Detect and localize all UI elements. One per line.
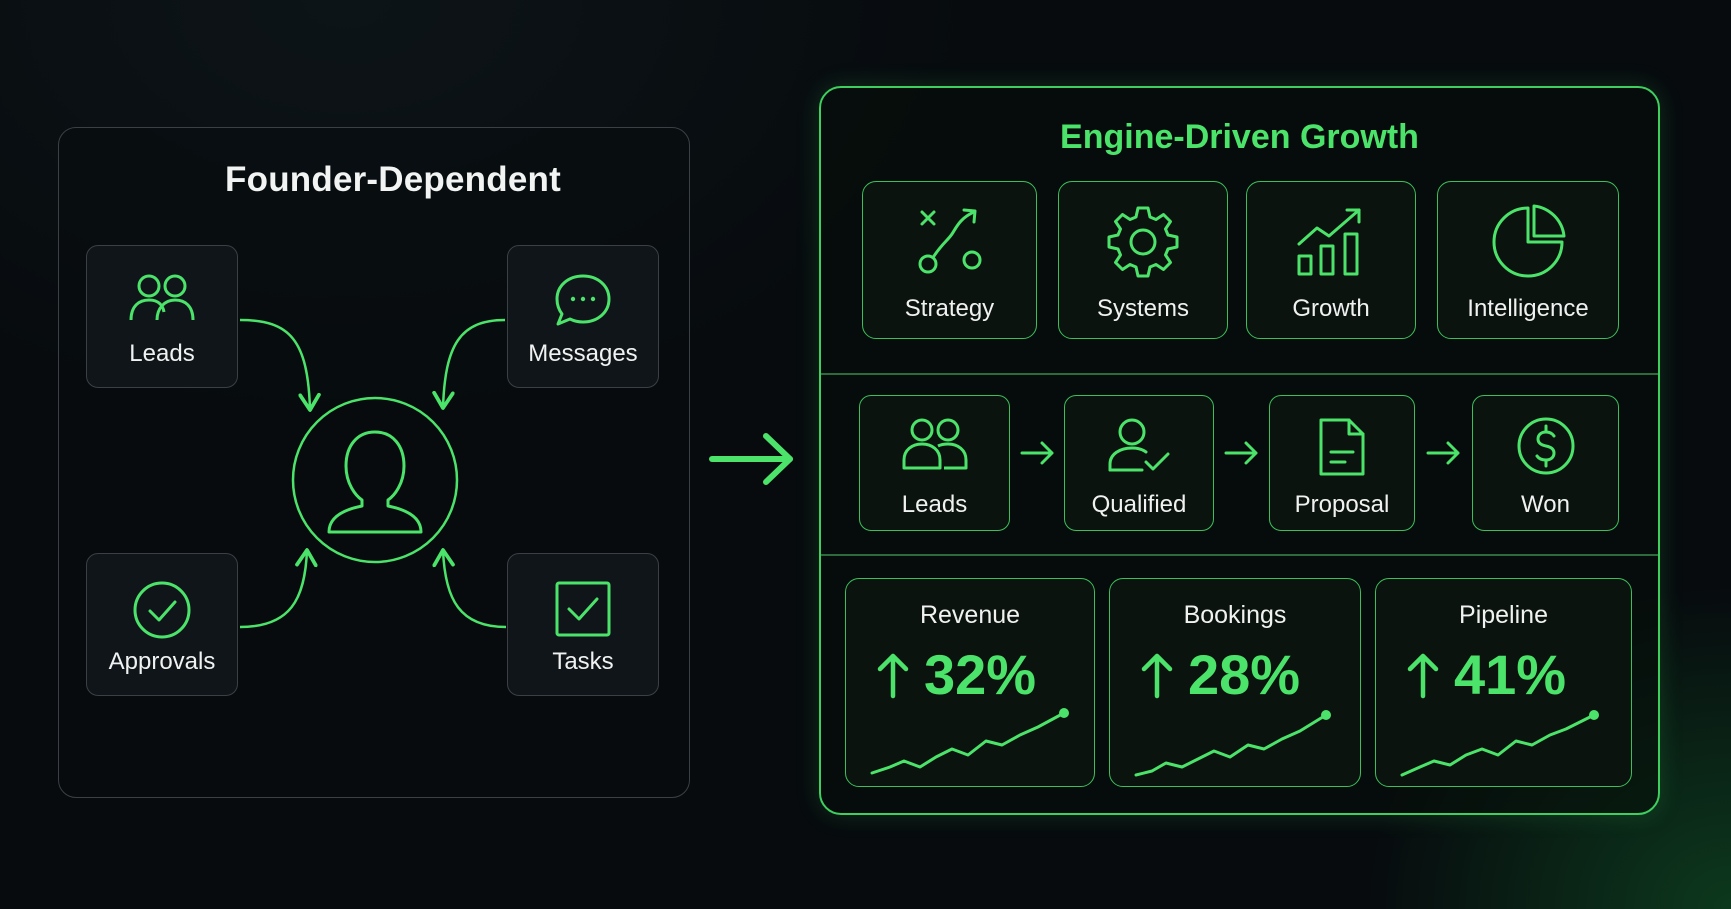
card-messages[interactable]: Messages: [507, 245, 659, 388]
users-icon: [129, 274, 195, 321]
connector-leads: [239, 318, 321, 412]
metric-revenue[interactable]: Revenue 32%: [845, 578, 1095, 787]
strategy-play-icon: [918, 208, 981, 274]
up-arrow-icon: [1141, 653, 1173, 698]
stage-won[interactable]: Won: [1472, 395, 1619, 531]
metric-bookings-value-row: 28%: [1140, 642, 1300, 707]
flow-arrow-icon: [1020, 441, 1054, 465]
connector-tasks: [432, 548, 507, 629]
dollar-coin-icon: [1517, 417, 1574, 475]
pillar-intelligence-label: Intelligence: [1467, 295, 1589, 322]
users-icon: [902, 418, 967, 470]
pillar-strategy-label: Strategy: [904, 295, 995, 322]
stage-qualified[interactable]: Qualified: [1064, 395, 1214, 531]
metric-revenue-value-row: 32%: [876, 642, 1036, 707]
growth-chart-icon: [1297, 208, 1361, 276]
founder-dependent-title: Founder-Dependent: [225, 160, 561, 199]
stage-proposal[interactable]: Proposal: [1269, 395, 1415, 531]
metric-revenue-label: Revenue: [919, 601, 1021, 629]
checkbox-icon: [555, 581, 611, 637]
metric-pipeline[interactable]: Pipeline 41%: [1375, 578, 1632, 787]
transition-arrow-icon: [709, 433, 793, 485]
document-icon: [1319, 418, 1365, 476]
pillar-growth-label: Growth: [1292, 295, 1370, 322]
bookings-sparkline: [1134, 710, 1331, 777]
flow-arrow-icon: [1426, 441, 1460, 465]
metric-pipeline-value-row: 41%: [1406, 642, 1566, 707]
revenue-sparkline: [870, 708, 1069, 775]
pillar-intelligence[interactable]: Intelligence: [1437, 181, 1619, 339]
connector-approvals: [239, 548, 318, 629]
section-divider-top: [821, 373, 1658, 375]
pie-chart-icon: [1492, 204, 1566, 278]
pipeline-sparkline: [1400, 710, 1599, 777]
stage-leads-label: Leads: [901, 491, 968, 518]
stage-qualified-label: Qualified: [1091, 491, 1187, 518]
metric-pipeline-label: Pipeline: [1459, 601, 1548, 629]
card-leads[interactable]: Leads: [86, 245, 238, 388]
card-approvals[interactable]: Approvals: [86, 553, 238, 696]
check-circle-icon: [133, 581, 191, 639]
connector-messages: [432, 318, 506, 410]
pillar-systems[interactable]: Systems: [1058, 181, 1228, 339]
section-divider-bottom: [821, 554, 1658, 556]
pillar-systems-label: Systems: [1096, 295, 1189, 322]
metric-bookings-value: 28%: [1188, 643, 1301, 706]
card-leads-label: Leads: [129, 340, 195, 367]
pillar-growth[interactable]: Growth: [1246, 181, 1416, 339]
metric-pipeline-value: 41%: [1454, 643, 1567, 706]
stage-proposal-label: Proposal: [1294, 491, 1390, 518]
card-messages-label: Messages: [528, 340, 638, 367]
metric-bookings-label: Bookings: [1183, 601, 1287, 629]
person-icon: [327, 430, 423, 534]
engine-driven-growth-title: Engine-Driven Growth: [1060, 118, 1419, 156]
gear-icon: [1107, 206, 1179, 278]
card-tasks-label: Tasks: [552, 648, 614, 675]
user-check-icon: [1108, 418, 1170, 472]
card-approvals-label: Approvals: [108, 648, 216, 675]
metric-bookings[interactable]: Bookings 28%: [1109, 578, 1361, 787]
founder-circle: [291, 396, 459, 564]
metric-revenue-value: 32%: [924, 643, 1037, 706]
pillar-strategy[interactable]: Strategy: [862, 181, 1037, 339]
stage-won-label: Won: [1521, 491, 1570, 518]
up-arrow-icon: [1407, 653, 1439, 698]
chat-bubble-icon: [555, 274, 611, 326]
stage-leads[interactable]: Leads: [859, 395, 1010, 531]
card-tasks[interactable]: Tasks: [507, 553, 659, 696]
up-arrow-icon: [877, 653, 909, 698]
flow-arrow-icon: [1224, 441, 1258, 465]
